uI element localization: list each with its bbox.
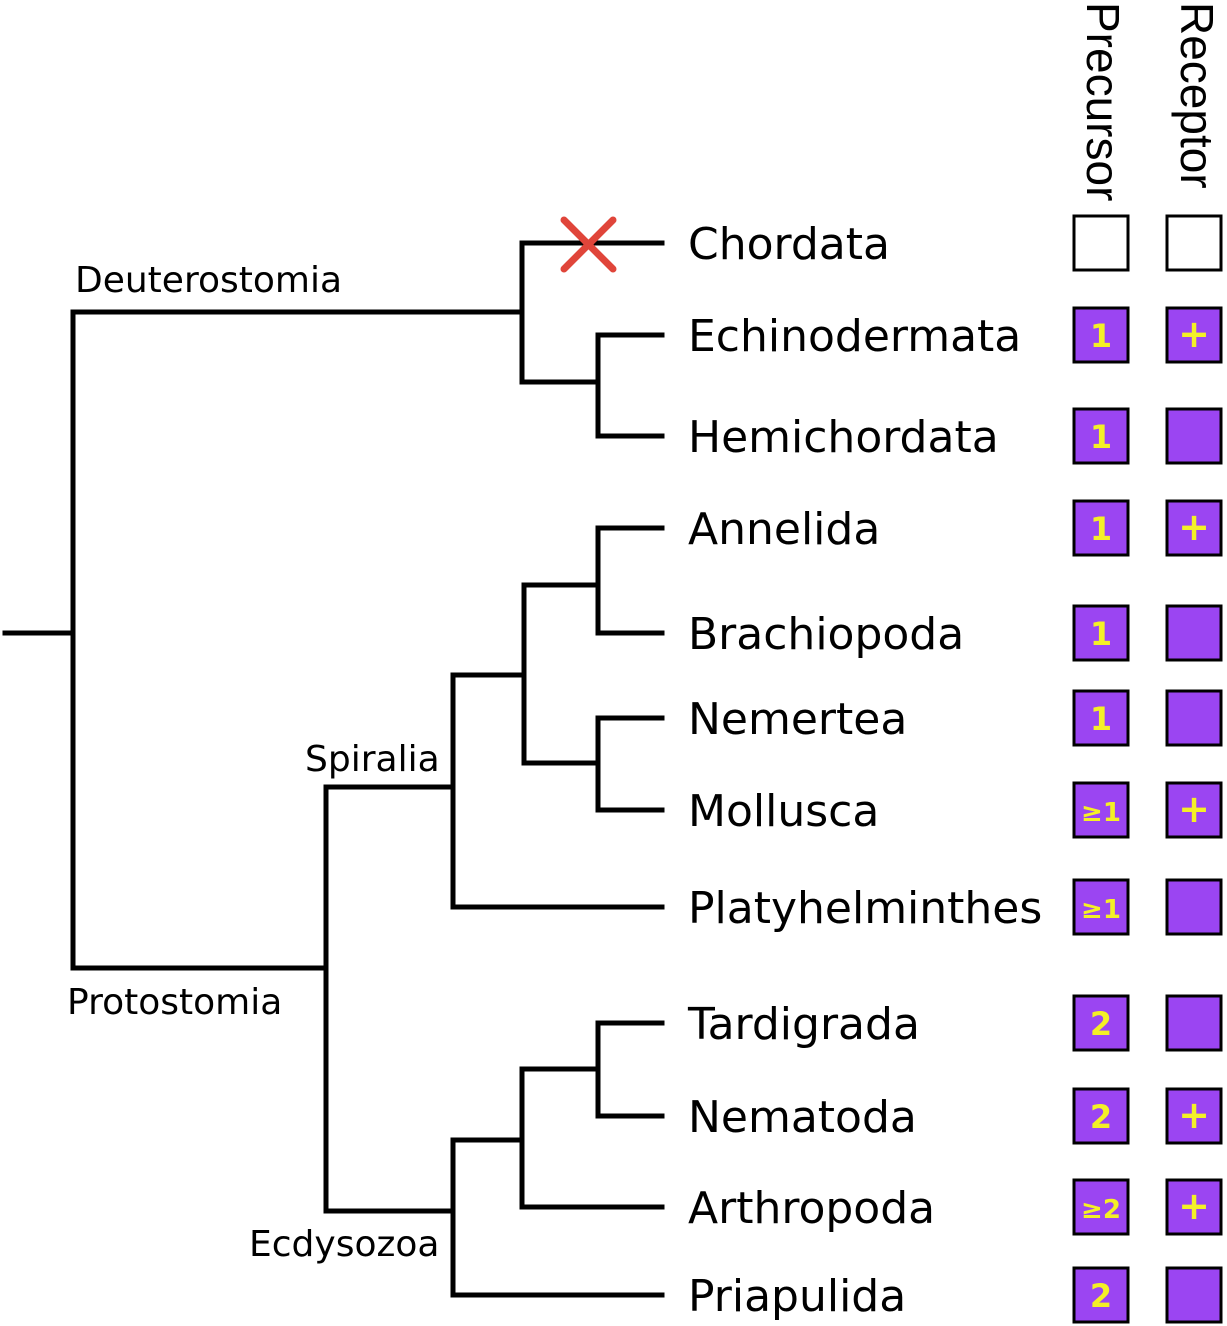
taxon-label-brachiopoda: Brachiopoda	[688, 609, 964, 660]
taxon-label-echinodermata: Echinodermata	[688, 311, 1021, 362]
receptor-box-echinodermata	[1165, 306, 1223, 364]
taxon-label-chordata: Chordata	[688, 219, 890, 270]
clade-label-spiralia: Spiralia	[305, 739, 440, 780]
taxon-label-nematoda: Nematoda	[688, 1092, 917, 1143]
taxon-label-priapulida: Priapulida	[688, 1271, 906, 1322]
receptor-value-echinodermata: +	[1178, 312, 1210, 356]
precursor-value-echinodermata: 1	[1090, 317, 1112, 355]
taxon-label-mollusca: Mollusca	[688, 786, 879, 837]
receptor-box-nemertea	[1165, 689, 1223, 747]
receptor-box-nematoda	[1165, 1087, 1223, 1145]
receptor-box-hemichordata	[1165, 407, 1223, 465]
taxon-row-platyhelminthes: Platyhelminthes ≥1	[688, 878, 1223, 936]
taxon-row-chordata: Chordata	[688, 214, 1223, 272]
taxon-label-hemichordata: Hemichordata	[688, 412, 999, 463]
precursor-value-hemichordata: 1	[1090, 418, 1112, 456]
taxon-label-nemertea: Nemertea	[688, 694, 907, 745]
precursor-box-brachiopoda	[1072, 604, 1130, 662]
precursor-box-hemichordata	[1072, 407, 1130, 465]
clade-label-protostomia: Protostomia	[67, 982, 282, 1023]
precursor-value-mollusca: ≥1	[1081, 798, 1121, 828]
precursor-box-chordata	[1072, 214, 1130, 272]
precursor-box-mollusca	[1072, 781, 1130, 839]
precursor-box-annelida	[1072, 499, 1130, 557]
taxon-row-nemertea: Nemertea 1	[688, 689, 1223, 747]
receptor-box-annelida	[1165, 499, 1223, 557]
taxon-label-arthropoda: Arthropoda	[688, 1183, 935, 1234]
precursor-value-brachiopoda: 1	[1090, 615, 1112, 653]
receptor-value-mollusca: +	[1178, 787, 1210, 831]
taxon-label-tardigrada: Tardigrada	[687, 999, 920, 1050]
clade-label-ecdysozoa: Ecdysozoa	[249, 1224, 439, 1265]
receptor-box-brachiopoda	[1165, 604, 1223, 662]
precursor-value-tardigrada: 2	[1090, 1005, 1112, 1043]
taxon-row-nematoda: Nematoda 2 +	[688, 1087, 1223, 1145]
precursor-header: Precursor	[1077, 2, 1129, 201]
precursor-box-arthropoda	[1072, 1178, 1130, 1236]
taxon-row-annelida: Annelida 1 +	[688, 499, 1223, 557]
receptor-box-priapulida	[1165, 1266, 1223, 1324]
precursor-box-nematoda	[1072, 1087, 1130, 1145]
taxon-row-tardigrada: Tardigrada 2	[687, 994, 1223, 1052]
receptor-box-arthropoda	[1165, 1178, 1223, 1236]
receptor-box-tardigrada	[1165, 994, 1223, 1052]
precursor-box-priapulida	[1072, 1266, 1130, 1324]
taxon-row-mollusca: Mollusca ≥1 +	[688, 781, 1223, 839]
taxon-label-annelida: Annelida	[688, 504, 880, 555]
precursor-value-platyhelminthes: ≥1	[1081, 895, 1121, 925]
taxon-label-platyhelminthes: Platyhelminthes	[688, 883, 1042, 934]
precursor-box-tardigrada	[1072, 994, 1130, 1052]
tree-branches	[2, 240, 665, 1298]
precursor-box-echinodermata	[1072, 306, 1130, 364]
precursor-value-annelida: 1	[1090, 510, 1112, 548]
precursor-value-nemertea: 1	[1090, 700, 1112, 738]
loss-cross-icon	[560, 216, 617, 273]
receptor-value-arthropoda: +	[1178, 1184, 1210, 1228]
receptor-header: Receptor	[1171, 2, 1223, 189]
receptor-box-platyhelminthes	[1165, 878, 1223, 936]
taxon-row-arthropoda: Arthropoda ≥2 +	[688, 1178, 1223, 1236]
receptor-box-chordata	[1165, 214, 1223, 272]
receptor-value-annelida: +	[1178, 505, 1210, 549]
precursor-value-nematoda: 2	[1090, 1098, 1112, 1136]
taxon-row-echinodermata: Echinodermata 1 +	[688, 306, 1223, 364]
taxon-row-hemichordata: Hemichordata 1	[688, 407, 1223, 465]
clade-label-deuterostomia: Deuterostomia	[75, 260, 342, 301]
taxon-row-brachiopoda: Brachiopoda 1	[688, 604, 1223, 662]
taxon-row-priapulida: Priapulida 2	[688, 1266, 1223, 1324]
precursor-box-nemertea	[1072, 689, 1130, 747]
receptor-value-nematoda: +	[1178, 1093, 1210, 1137]
precursor-value-priapulida: 2	[1090, 1277, 1112, 1315]
receptor-box-mollusca	[1165, 781, 1223, 839]
precursor-value-arthropoda: ≥2	[1081, 1195, 1121, 1225]
precursor-box-platyhelminthes	[1072, 878, 1130, 936]
